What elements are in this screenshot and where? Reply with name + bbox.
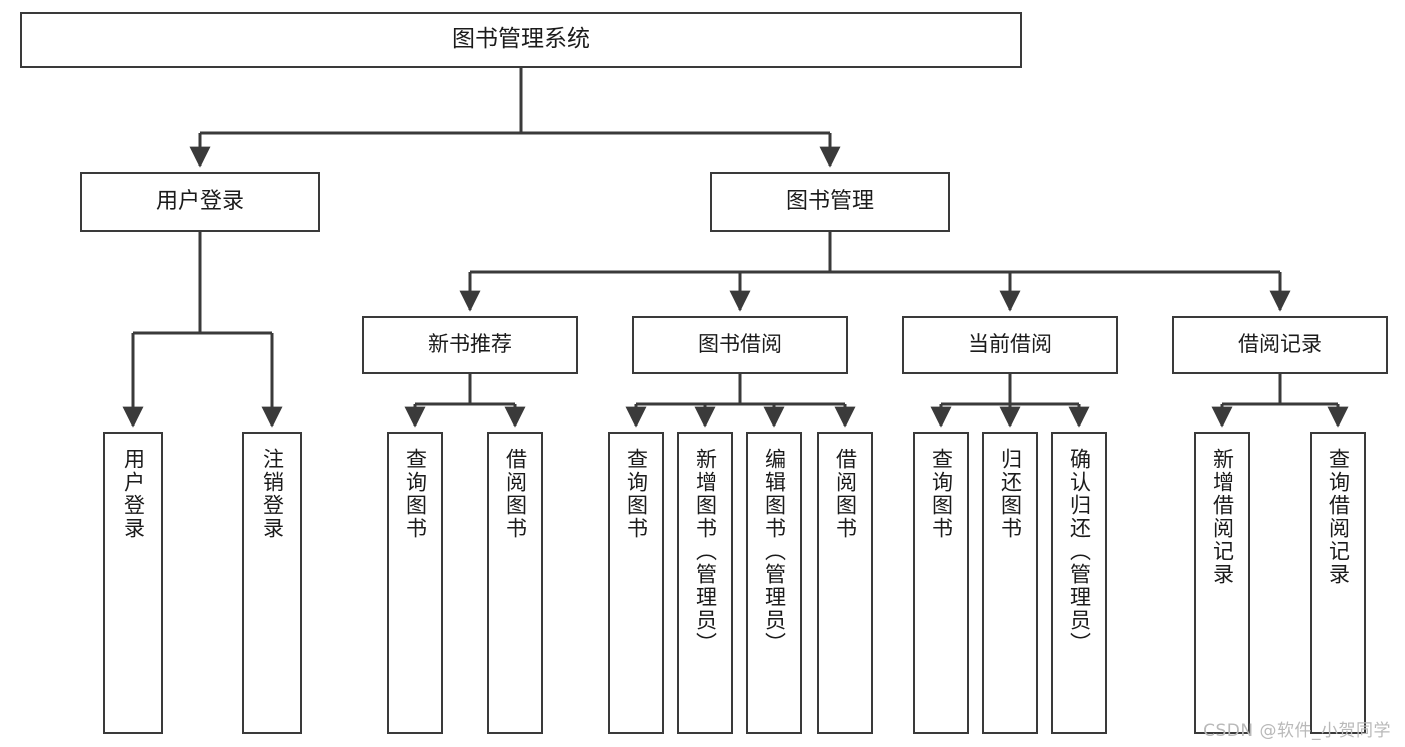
leaf-user-login-2-label: 注销登录 [260,448,285,540]
node-root-system-label: 图书管理系统 [452,26,590,53]
leaf-borrow-record-2[interactable]: 查询借阅记录 [1310,432,1366,734]
leaf-user-login-1-label: 用户登录 [121,448,146,540]
leaf-new-book-2[interactable]: 借阅图书 [487,432,543,734]
node-book-borrow[interactable]: 图书借阅 [632,316,848,374]
leaf-user-login-2[interactable]: 注销登录 [242,432,302,734]
leaf-book-borrow-2[interactable]: 新增图书（管理员） [677,432,733,734]
leaf-book-borrow-4[interactable]: 借阅图书 [817,432,873,734]
node-book-manage[interactable]: 图书管理 [710,172,950,232]
leaf-borrow-record-1[interactable]: 新增借阅记录 [1194,432,1250,734]
leaf-current-borrow-3[interactable]: 确认归还（管理员） [1051,432,1107,734]
node-borrow-record-label: 借阅记录 [1238,332,1322,357]
node-root-system[interactable]: 图书管理系统 [20,12,1022,68]
leaf-current-borrow-2-label: 归还图书 [998,448,1023,540]
node-current-borrow[interactable]: 当前借阅 [902,316,1118,374]
leaf-new-book-1[interactable]: 查询图书 [387,432,443,734]
node-current-borrow-label: 当前借阅 [968,332,1052,357]
leaf-book-borrow-3-label: 编辑图书（管理员） [762,448,787,655]
leaf-borrow-record-1-label: 新增借阅记录 [1210,448,1235,586]
leaf-current-borrow-1[interactable]: 查询图书 [913,432,969,734]
leaf-book-borrow-4-label: 借阅图书 [833,448,858,540]
leaf-current-borrow-2[interactable]: 归还图书 [982,432,1038,734]
leaf-user-login-1[interactable]: 用户登录 [103,432,163,734]
leaf-book-borrow-3[interactable]: 编辑图书（管理员） [746,432,802,734]
leaf-current-borrow-3-label: 确认归还（管理员） [1067,448,1092,655]
csdn-watermark: CSDN @软件_小贺同学 [1203,721,1391,741]
node-user-login-label: 用户登录 [155,188,244,214]
leaf-new-book-2-label: 借阅图书 [503,448,528,540]
leaf-new-book-1-label: 查询图书 [403,448,428,540]
node-new-book-recommend-label: 新书推荐 [428,332,512,357]
node-book-borrow-label: 图书借阅 [698,332,782,357]
leaf-book-borrow-1[interactable]: 查询图书 [608,432,664,734]
node-user-login[interactable]: 用户登录 [80,172,320,232]
leaf-book-borrow-2-label: 新增图书（管理员） [693,448,718,655]
leaf-current-borrow-1-label: 查询图书 [929,448,954,540]
node-borrow-record[interactable]: 借阅记录 [1172,316,1388,374]
node-book-manage-label: 图书管理 [785,188,874,214]
node-new-book-recommend[interactable]: 新书推荐 [362,316,578,374]
leaf-borrow-record-2-label: 查询借阅记录 [1326,448,1351,586]
leaf-book-borrow-1-label: 查询图书 [624,448,649,540]
